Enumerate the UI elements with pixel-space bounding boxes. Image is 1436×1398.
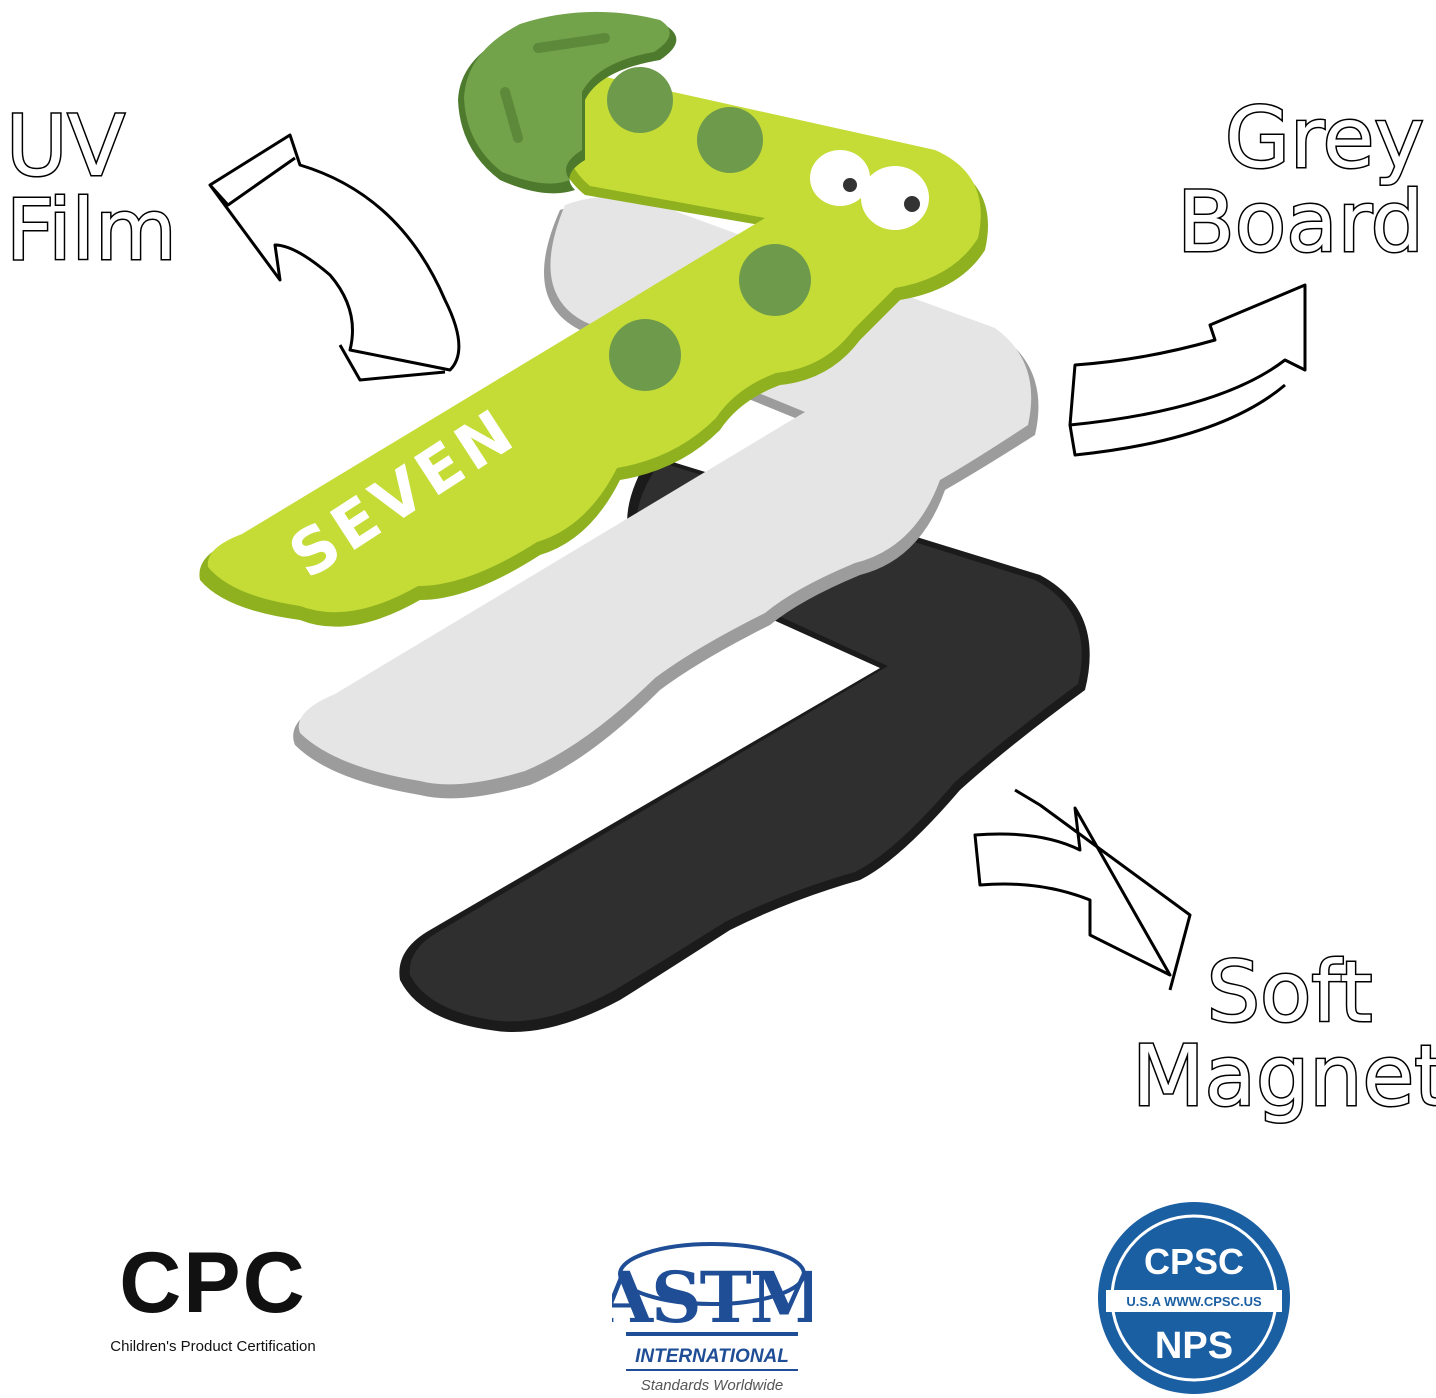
label-soft-magnet: Soft Magnet — [1130, 943, 1436, 1125]
curved-arrow-icon — [973, 788, 1192, 991]
uv-film-layer — [199, 11, 988, 627]
label-line: Soft — [1205, 943, 1374, 1041]
cpsc-title: CPSC — [1144, 1241, 1244, 1282]
cpc-title: CPC — [119, 1235, 307, 1331]
curved-arrow-icon — [1068, 283, 1307, 457]
label-line: Film — [5, 181, 179, 279]
label-line: Board — [1176, 173, 1426, 271]
spots — [607, 67, 811, 391]
curved-arrow-icon — [208, 133, 461, 382]
astm-logo: ASTM INTERNATIONAL Standards Worldwide — [612, 1242, 812, 1394]
label-line: UV — [5, 97, 127, 195]
cpsc-url: U.S.A WWW.CPSC.US — [1126, 1294, 1262, 1309]
label-uv-film: UV Film — [5, 97, 179, 279]
cpsc-logo: CPSC U.S.A WWW.CPSC.US NPS — [1098, 1202, 1290, 1394]
astm-tagline: Standards Worldwide — [641, 1377, 784, 1394]
cpsc-bottom: NPS — [1155, 1325, 1233, 1367]
cpc-subtitle: Children's Product Certification — [110, 1338, 316, 1355]
cpc-logo: CPC Children's Product Certification — [88, 1238, 338, 1355]
astm-name: INTERNATIONAL — [635, 1346, 789, 1367]
eyes-icon — [810, 150, 929, 230]
label-grey-board: Grey Board — [1176, 89, 1426, 271]
label-line: Grey — [1223, 89, 1425, 187]
soft-magnet-layer — [399, 455, 1090, 1032]
astm-mark: ASTM — [612, 1256, 812, 1339]
label-line: Magnet — [1130, 1027, 1436, 1125]
